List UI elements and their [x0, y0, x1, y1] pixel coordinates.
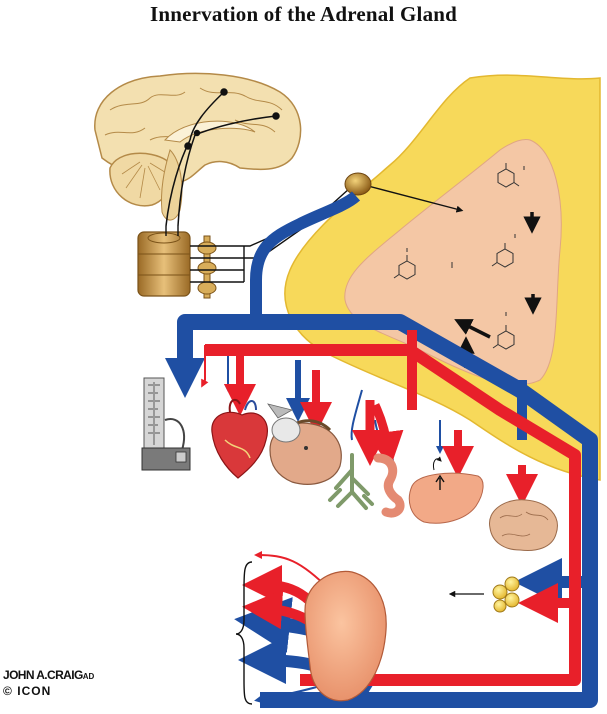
target-group-brace — [235, 561, 253, 705]
head-with-mask-icon — [267, 403, 342, 485]
vein-branch-lung — [350, 389, 363, 441]
molecule-1-icon — [497, 163, 525, 188]
publisher-logo: ICON — [17, 684, 52, 698]
sympathetic-chain — [197, 235, 217, 299]
sphygmomanometer-icon — [141, 377, 191, 471]
heart-icon — [211, 398, 268, 479]
vein-to-ganglion — [250, 191, 361, 330]
signature-suffix: AD — [82, 672, 95, 681]
brainstem — [161, 149, 183, 221]
liver-icon — [408, 456, 484, 524]
cerebellum-folia — [121, 161, 169, 199]
small-brain-icon — [489, 499, 558, 551]
adipose-cells-icon — [448, 576, 520, 613]
artery-thin-left — [201, 345, 209, 388]
spinal-cord — [137, 231, 191, 297]
intestine-icon — [373, 453, 405, 518]
molecule-3-icon — [491, 234, 516, 268]
brain-sagittal — [94, 72, 302, 227]
copyright-symbol: © — [3, 684, 13, 698]
molecule-2-icon — [393, 248, 416, 280]
bronchial-tree-icon — [328, 453, 374, 510]
kidney-icon — [304, 570, 387, 702]
diagram-title: Innervation of the Adrenal Gland — [149, 2, 458, 26]
main-artery-trunk — [205, 344, 581, 686]
artist-signature: JOHN A.CRAIGAD © ICON — [3, 668, 94, 698]
catecholamine-structures — [393, 163, 525, 350]
molecule-4-icon — [492, 312, 515, 350]
signature-name: JOHN A.CRAIG — [3, 668, 83, 682]
artery-gut — [367, 403, 404, 468]
brain-gyri — [104, 87, 283, 141]
central-pathways — [165, 88, 280, 227]
celiac-ganglion — [344, 172, 372, 196]
diagonal-arrow — [454, 319, 491, 339]
